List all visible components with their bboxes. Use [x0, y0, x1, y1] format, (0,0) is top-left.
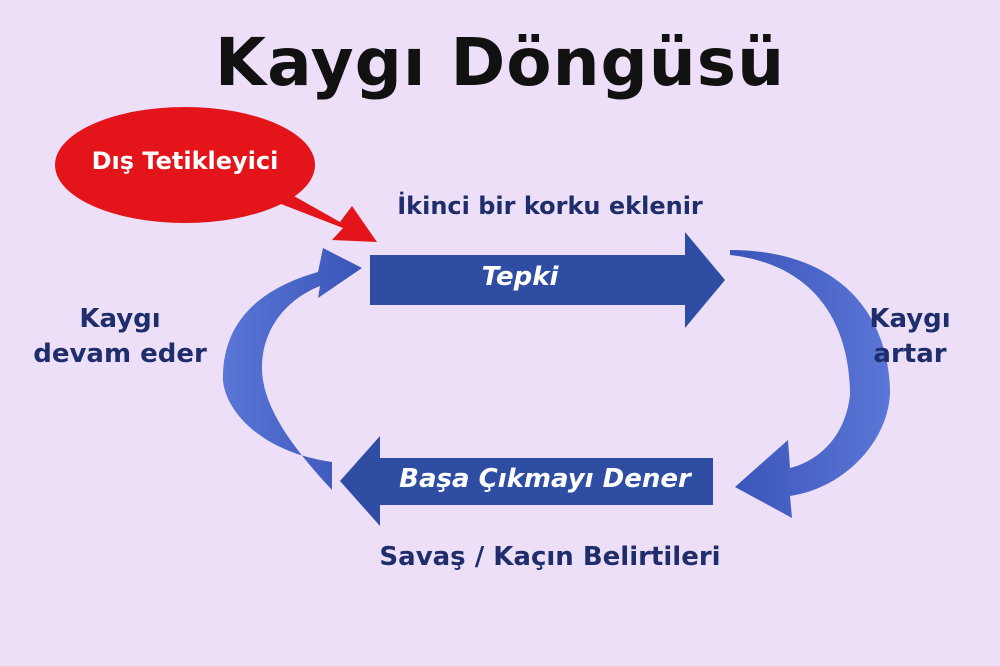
- left-label-line1: Kaygı: [79, 304, 161, 334]
- tepki-arrow: [370, 232, 725, 328]
- tepki-label: Tepki: [481, 262, 559, 292]
- right-label-line1: Kaygı: [869, 304, 951, 334]
- right-curved-arrow: [730, 250, 890, 518]
- basa-cikmayi-dener-label: Başa Çıkmayı Dener: [399, 464, 691, 494]
- trigger-label: Dış Tetikleyici: [91, 147, 279, 175]
- trigger-oval: [55, 107, 315, 223]
- top-caption: İkinci bir korku eklenir: [397, 192, 703, 220]
- bottom-caption: Savaş / Kaçın Belirtileri: [379, 542, 721, 572]
- right-side-label: Kaygı artar: [840, 302, 980, 372]
- left-label-line2: devam eder: [33, 339, 207, 370]
- right-label-line2: artar: [873, 339, 947, 370]
- left-curved-arrow: [222, 248, 362, 490]
- left-side-label: Kaygı devam eder: [20, 302, 220, 372]
- page-title: Kaygı Döngüsü: [214, 24, 786, 101]
- basa-cikmayi-dener-arrow: [340, 436, 713, 526]
